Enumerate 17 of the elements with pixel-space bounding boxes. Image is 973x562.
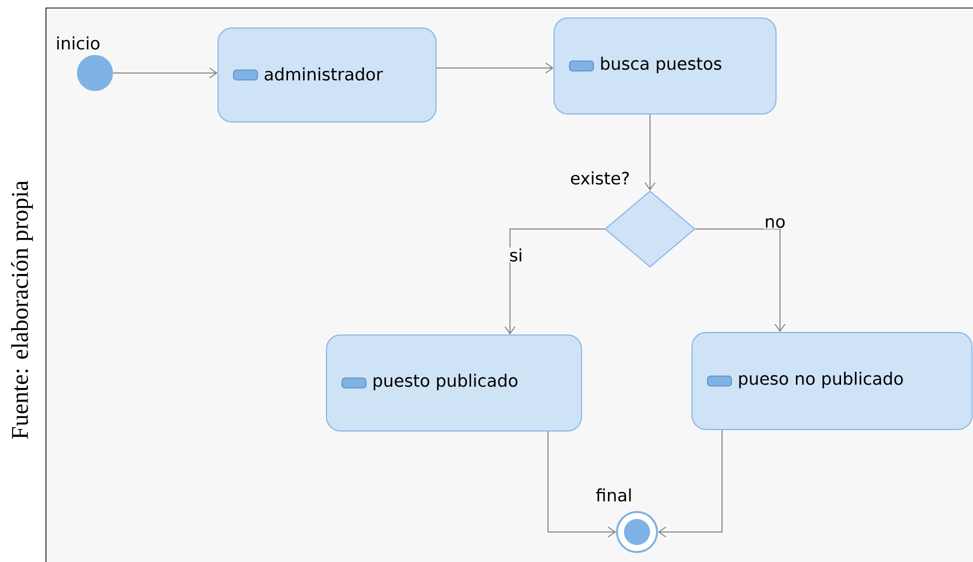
arrow — [548, 431, 616, 538]
arrow — [504, 228, 605, 334]
node-label: final — [596, 488, 631, 502]
edge-label: si — [508, 247, 524, 263]
edge-label: no — [763, 217, 787, 229]
node-label: inicio — [57, 36, 100, 50]
arrow — [658, 430, 723, 538]
action-label: busca puestos — [601, 56, 722, 74]
arrow — [436, 62, 554, 74]
action-label: pueso no publicado — [739, 372, 903, 388]
arrow — [112, 68, 218, 78]
arrow — [695, 228, 786, 332]
arrow — [644, 114, 656, 190]
node-label: existe? — [570, 171, 629, 185]
action-label: administrador — [264, 67, 383, 81]
action-label: puesto publicado — [374, 374, 518, 390]
source-note: Fuente: elaboración propia — [11, 180, 33, 439]
